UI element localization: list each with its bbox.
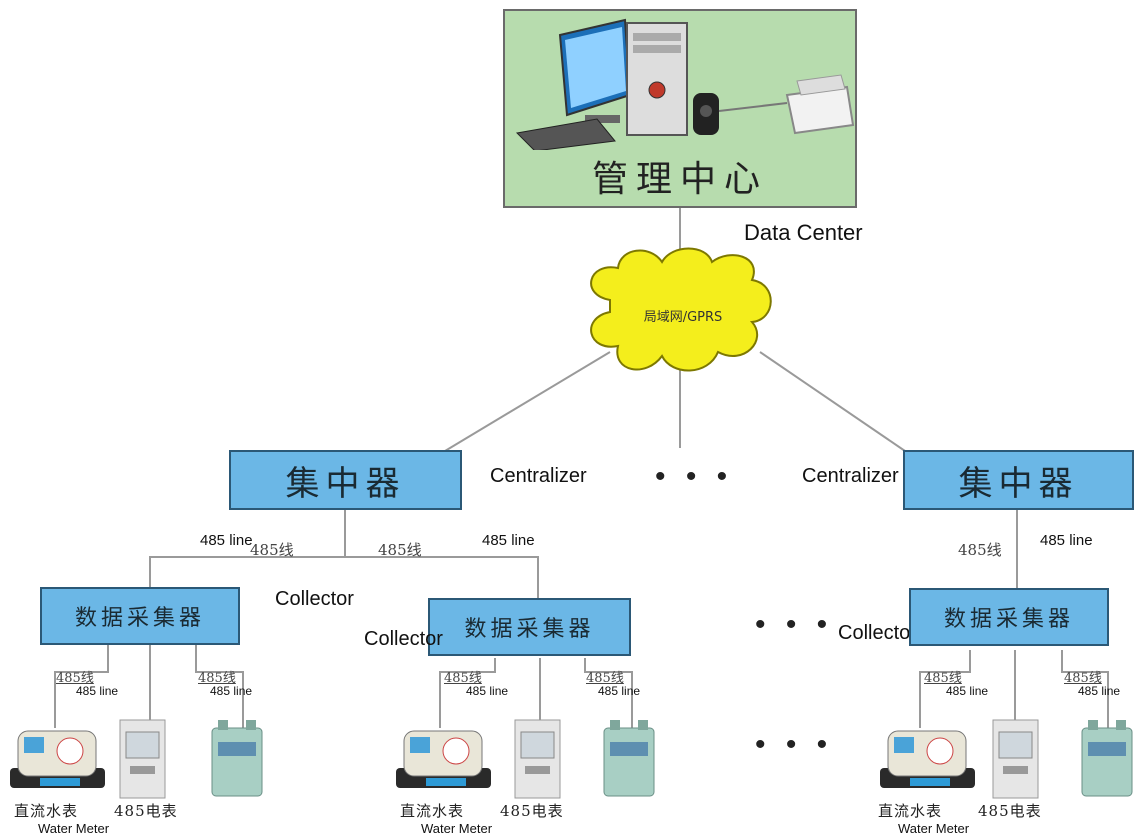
line-label: 485 line: [76, 684, 119, 698]
collector-3: 数据采集器: [909, 588, 1109, 646]
collector-label-3: Collector: [838, 622, 917, 644]
data-center-title: 管理中心: [591, 159, 768, 200]
electric-meter-caption-cn: 485电表: [500, 802, 564, 820]
line-label: 485 line: [598, 684, 641, 698]
collector-2: 数据采集器: [428, 598, 631, 656]
centralizer-left: 集中器: [229, 450, 462, 510]
wire-label: 485线: [378, 541, 422, 559]
water-meter-caption-cn: 直流水表: [400, 802, 465, 820]
ellipsis-collectors: • • •: [755, 608, 834, 641]
wire-label: 485线: [924, 671, 962, 686]
line-label: 485 line: [200, 532, 253, 549]
centralizer-label-left: Centralizer: [490, 465, 587, 487]
wire-label: 485线: [250, 541, 294, 559]
line-label: 485 line: [1078, 684, 1121, 698]
network-cloud: [590, 247, 772, 372]
network-label: 局域网/GPRS: [643, 310, 723, 325]
electric-meter-caption-cn: 485电表: [114, 802, 178, 820]
line-label: 485 line: [1040, 532, 1093, 549]
water-meter-caption-en: Water Meter: [898, 821, 970, 836]
line-label: 485 line: [946, 684, 989, 698]
wire-label: 485线: [1064, 671, 1102, 686]
centralizer-label-right: Centralizer: [802, 465, 899, 487]
ellipsis-centralizers: • • •: [655, 460, 734, 493]
line-label: 485 line: [210, 684, 253, 698]
wire-label: 485线: [444, 671, 482, 686]
line-label: 485 line: [482, 532, 535, 549]
wire-label: 485线: [198, 671, 236, 686]
collector-label-1: Collector: [275, 588, 354, 610]
collector-1: 数据采集器: [40, 587, 240, 645]
water-meter-caption-cn: 直流水表: [878, 802, 943, 820]
electric-meter-caption-cn: 485电表: [978, 802, 1042, 820]
data-center-label: Data Center: [744, 220, 863, 245]
computer-icon: [515, 18, 855, 150]
wire-label: 485线: [958, 541, 1002, 559]
water-meter-caption-en: Water Meter: [421, 821, 493, 836]
water-meter-caption-en: Water Meter: [38, 821, 110, 836]
wire-label: 485线: [56, 671, 94, 686]
wire-label: 485线: [586, 671, 624, 686]
meter-icons: [9, 719, 1133, 799]
collector-label-2: Collector: [364, 628, 443, 650]
line-label: 485 line: [466, 684, 509, 698]
water-meter-caption-cn: 直流水表: [14, 802, 79, 820]
centralizer-right: 集中器: [903, 450, 1134, 510]
